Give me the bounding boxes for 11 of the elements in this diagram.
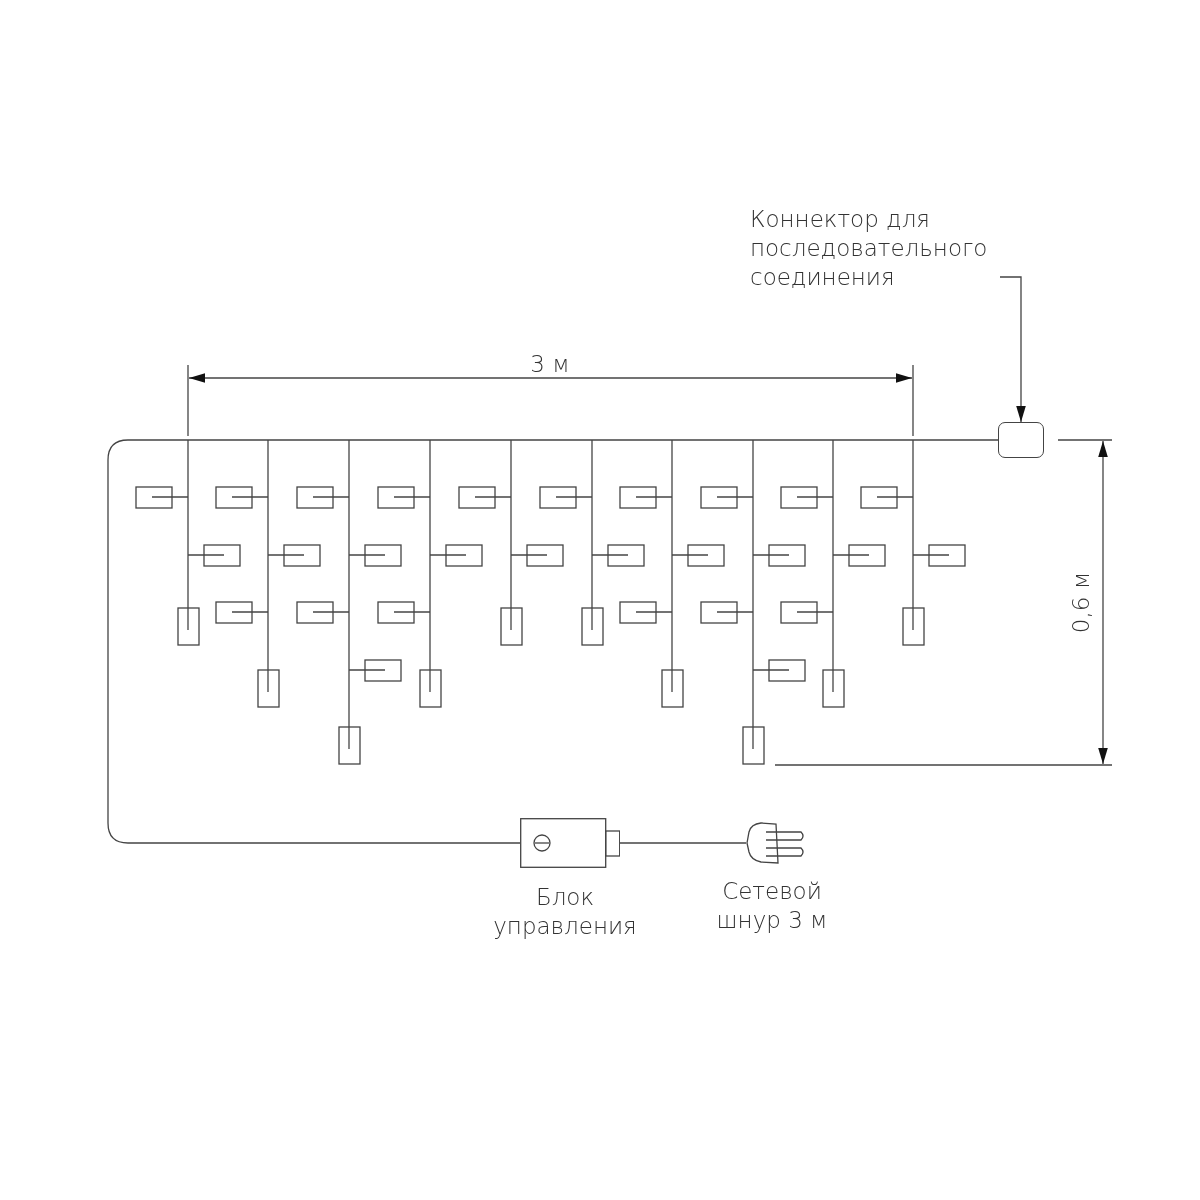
leader-line [999, 276, 1026, 423]
wire-line [107, 439, 999, 844]
control-unit-drawing [520, 818, 620, 868]
connector-box [998, 422, 1044, 458]
dimension-label: 0,6 м [1067, 571, 1096, 633]
component-label: Сетевой шнур 3 м [715, 877, 829, 935]
component-label: Блок управления [492, 883, 638, 941]
dimension-label: 3 м [530, 350, 570, 379]
callout-text: Коннектор для последовательного соединения [750, 205, 1000, 292]
plug-icon [746, 822, 806, 864]
power-cord-line [619, 842, 747, 844]
